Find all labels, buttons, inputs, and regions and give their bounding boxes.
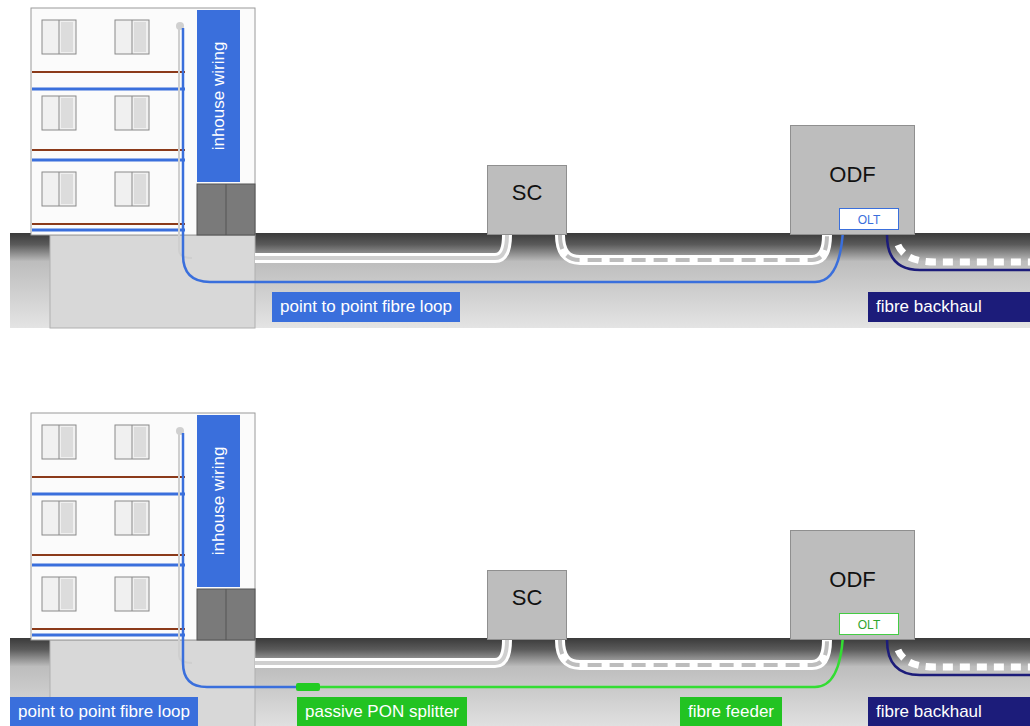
olt-box: OLT <box>839 208 899 230</box>
node-label: fibre backhaul <box>876 297 982 316</box>
node-label: point to point fibre loop <box>280 297 452 316</box>
node-label: ODF <box>791 126 914 188</box>
odf-building: ODF OLT <box>790 530 915 640</box>
odf-building: ODF OLT <box>790 125 915 235</box>
splitter-symbol <box>296 683 320 691</box>
fibre-tag: point to point fibre loop <box>272 292 460 322</box>
node-label: ODF <box>791 531 914 593</box>
olt-box: OLT <box>839 613 899 635</box>
street-cabinet: SC <box>487 570 567 640</box>
node-label: fibre feeder <box>688 702 774 721</box>
node-label: SC <box>488 571 566 611</box>
inhouse-wiring-riser: inhouse wiring <box>197 415 240 587</box>
bottom-scene <box>10 413 1030 726</box>
node-label: OLT <box>858 618 880 632</box>
feeder-tag: fibre feeder <box>680 697 782 726</box>
splitter-tag: passive PON splitter <box>297 697 467 726</box>
node-label: passive PON splitter <box>305 702 459 721</box>
node-label: SC <box>488 166 566 206</box>
inhouse-wiring-riser: inhouse wiring <box>197 10 240 182</box>
node-label: OLT <box>858 213 880 227</box>
point-to-point-fibre <box>183 28 843 282</box>
backhaul-tag: fibre backhaul <box>868 292 1030 322</box>
node-label: fibre backhaul <box>876 702 982 721</box>
backhaul-tag: fibre backhaul <box>868 697 1030 726</box>
top-scene <box>10 8 1030 328</box>
node-label: inhouse wiring <box>209 42 229 151</box>
fibre-tag: point to point fibre loop <box>10 697 198 726</box>
street-cabinet: SC <box>487 165 567 235</box>
node-label: point to point fibre loop <box>18 702 190 721</box>
node-label: inhouse wiring <box>209 447 229 556</box>
feeder-fibre <box>300 635 843 687</box>
